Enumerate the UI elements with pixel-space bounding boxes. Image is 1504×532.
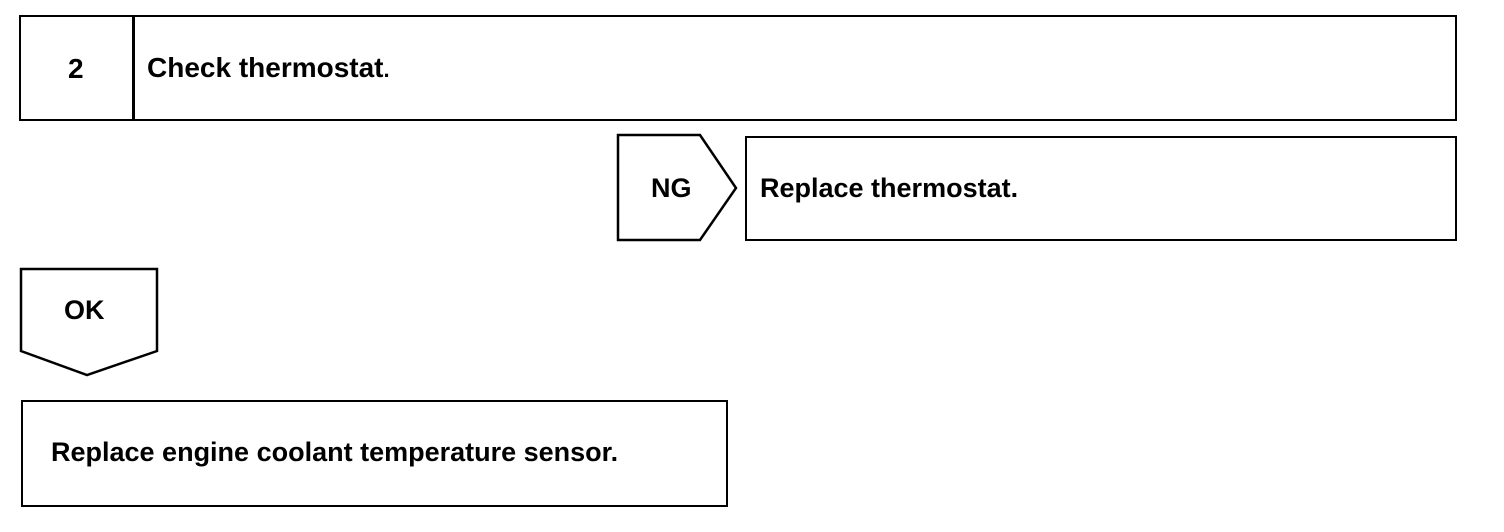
ok-label: OK: [64, 295, 105, 325]
step-title-suffix: .: [383, 57, 390, 82]
ok-arrow-tag: [19, 267, 159, 377]
ng-action-box: [745, 136, 1457, 241]
ok-action-text: Replace engine coolant temperature senso…: [51, 437, 619, 467]
step-title: Check thermostat.: [147, 52, 390, 83]
ng-action-text: Replace thermostat.: [760, 173, 1019, 203]
ng-label: NG: [651, 173, 692, 203]
step-header-box: [19, 15, 1457, 121]
ok-action-box: [21, 400, 728, 507]
step-number-divider: [132, 15, 135, 121]
step-number: 2: [68, 53, 84, 84]
ng-arrow-tag: [616, 133, 738, 242]
